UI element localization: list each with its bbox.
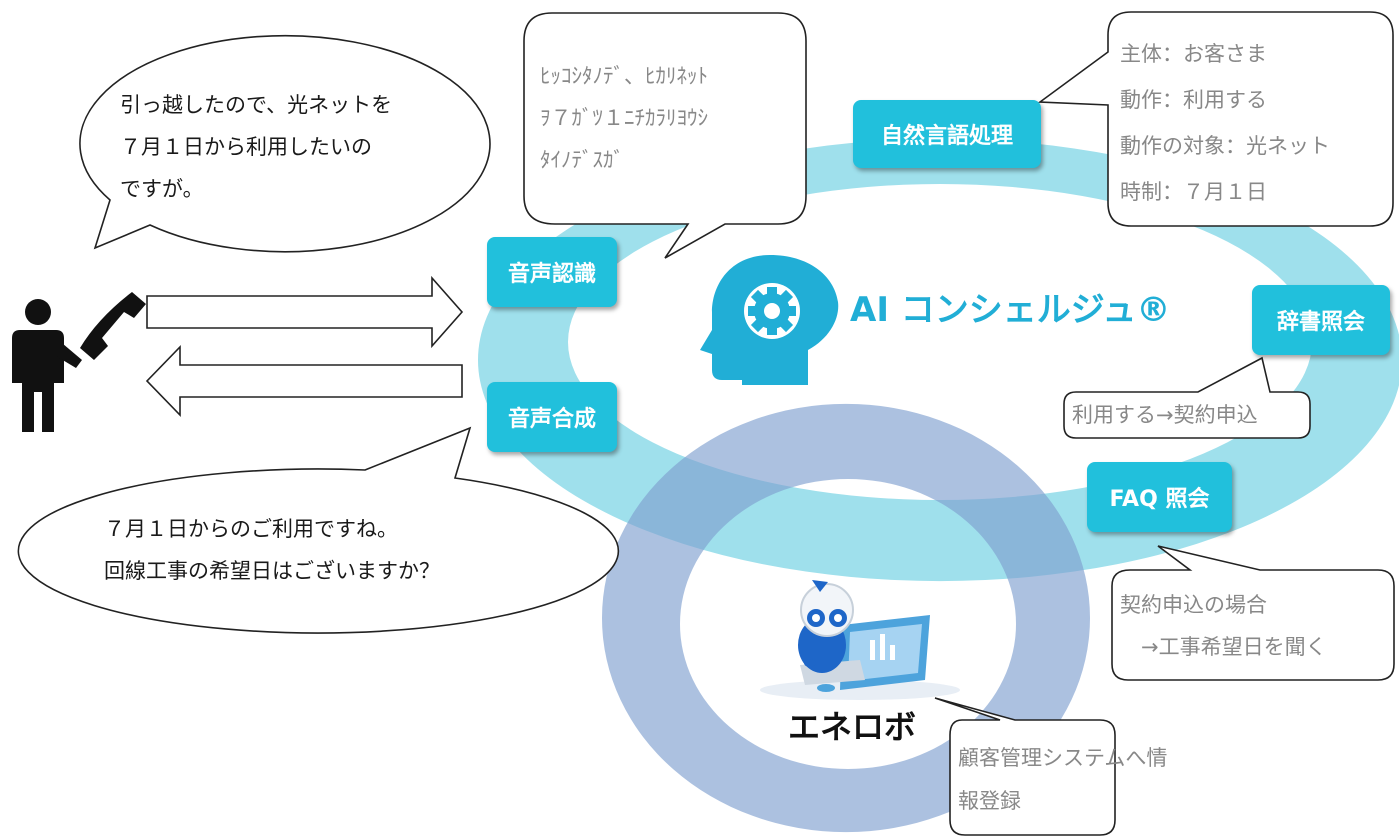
recognition-line-1: ﾋｯｺｼﾀﾉﾃﾞ、ﾋｶﾘﾈｯﾄ xyxy=(540,64,708,88)
user-speech-line-1: 引っ越したので、光ネットを xyxy=(120,93,393,117)
arrow-to-user xyxy=(145,345,463,417)
system-name: AI コンシェルジュ® xyxy=(850,290,1171,330)
nlp-tag: 自然言語処理 xyxy=(853,100,1041,168)
system-speech-line-2: 回線工事の希望日はございますか？ xyxy=(104,559,440,583)
ai-head-gear-icon xyxy=(700,255,839,385)
nlp-line-4: 時制：７月１日 xyxy=(1120,180,1267,204)
enerobo-line-1: 顧客管理システムへ情 xyxy=(958,746,1168,770)
nlp-line-1: 主体：お客さま xyxy=(1120,42,1267,66)
user-speech-line-2: ７月１日から利用したいの xyxy=(120,135,372,159)
robot-name: エネロボ xyxy=(788,708,917,746)
nlp-callout xyxy=(1037,11,1394,227)
speech-synthesis-tag: 音声合成 xyxy=(487,382,617,452)
user-speech-line-3: ですが。 xyxy=(120,177,204,201)
speech-recognition-tag: 音声認識 xyxy=(487,237,617,307)
enerobo-line-2: 報登録 xyxy=(958,789,1021,813)
dictionary-tag: 辞書照会 xyxy=(1252,285,1390,355)
enerobo-robot-icon xyxy=(760,580,960,700)
dictionary-callout xyxy=(1063,356,1311,439)
dictionary-result: 利用する→契約申込 xyxy=(1072,403,1258,427)
enerobo-ring xyxy=(601,403,1090,833)
system-speech-balloon xyxy=(17,426,620,634)
nlp-line-2: 動作：利用する xyxy=(1120,88,1267,112)
nlp-line-3: 動作の対象：光ネット xyxy=(1120,134,1330,158)
faq-tag: FAQ 照会 xyxy=(1087,462,1232,532)
recognition-line-2: ｦ７ｶﾞﾂ１ﾆﾁｶﾗﾘﾖｳｼ xyxy=(540,106,708,130)
user-speech-balloon xyxy=(79,34,491,253)
person-phone-icon xyxy=(12,292,146,432)
recognition-callout xyxy=(523,12,807,259)
faq-line-1: 契約申込の場合 xyxy=(1120,593,1267,617)
system-speech-line-1: ７月１日からのご利用ですね。 xyxy=(104,517,398,541)
faq-callout xyxy=(1111,545,1395,681)
recognition-line-3: ﾀｲﾉﾃﾞｽｶﾞ xyxy=(540,148,624,172)
arrow-to-system xyxy=(146,275,464,349)
faq-line-2: →工事希望日を聞く xyxy=(1120,635,1327,659)
enerobo-callout xyxy=(934,697,1116,836)
